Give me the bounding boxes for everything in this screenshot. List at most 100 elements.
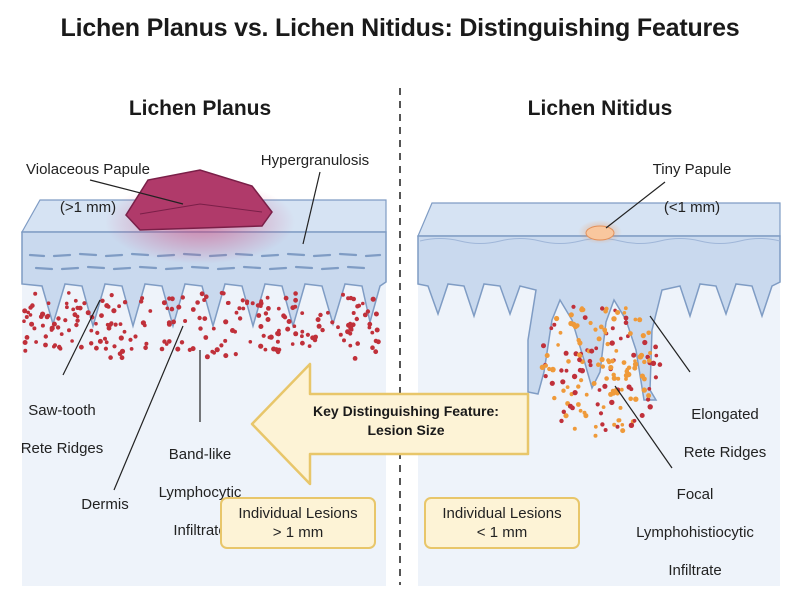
lymphocyte-dot (373, 311, 379, 317)
lymphocyte-dot (342, 338, 346, 343)
lp-infiltrate-label: Band-like Lymphocytic Infiltrate (140, 426, 260, 559)
infiltrate-cell-dot (619, 387, 624, 392)
lymphocyte-dot (263, 347, 268, 352)
lymphocyte-dot (108, 355, 113, 360)
lymphocyte-dot (119, 355, 125, 361)
lymphocyte-dot (349, 327, 354, 332)
lymphocyte-dot (276, 306, 281, 311)
lymphocyte-dot (24, 335, 30, 340)
infiltrate-cell-dot (579, 306, 585, 313)
lymphocyte-dot (256, 313, 262, 318)
lymphocyte-dot (290, 342, 295, 346)
lp-rete-label-line1: Saw-tooth (28, 402, 96, 419)
infiltrate-cell-dot (563, 413, 569, 419)
lymphocyte-dot (240, 298, 245, 303)
infiltrate-cell-dot (620, 428, 626, 434)
infiltrate-cell-dot (576, 402, 581, 407)
lymphocyte-dot (73, 298, 78, 303)
lymphocyte-dot (300, 329, 305, 334)
infiltrate-cell-dot (647, 404, 653, 410)
lymphocyte-dot (367, 321, 373, 327)
ln-size-box: Individual Lesions < 1 mm (424, 497, 580, 549)
lymphocyte-dot (34, 340, 38, 344)
infiltrate-cell-dot (588, 363, 593, 368)
infiltrate-cell-dot (564, 368, 569, 373)
infiltrate-cell-dot (559, 368, 564, 373)
infiltrate-cell-dot (623, 372, 630, 379)
lymphocyte-dot (190, 346, 196, 352)
lymphocyte-dot (367, 325, 372, 330)
infiltrate-cell-dot (572, 390, 578, 396)
infiltrate-cell-dot (561, 388, 566, 393)
lymphocyte-dot (219, 343, 224, 348)
lymphocyte-dot (318, 312, 323, 318)
lymphocyte-dot (176, 304, 182, 310)
lymphocyte-dot (356, 303, 362, 308)
lymphocyte-dot (326, 310, 330, 315)
infiltrate-cell-dot (598, 324, 604, 330)
infiltrate-cell-dot (650, 360, 657, 366)
lymphocyte-dot (355, 341, 361, 346)
lymphocyte-dot (316, 323, 322, 329)
lymphocyte-dot (74, 322, 79, 328)
key-feature-line1: Key Distinguishing Feature: (313, 403, 499, 419)
infiltrate-cell-dot (589, 348, 595, 354)
lymphocyte-dot (370, 330, 375, 335)
infiltrate-cell-dot (539, 364, 546, 370)
infiltrate-cell-dot (593, 327, 598, 332)
lymphocyte-dot (263, 311, 269, 316)
lymphocyte-dot (365, 309, 371, 314)
infiltrate-cell-dot (543, 374, 548, 379)
infiltrate-cell-dot (577, 340, 583, 346)
lymphocyte-dot (354, 316, 359, 322)
lymphocyte-dot (202, 298, 207, 302)
infiltrate-cell-dot (648, 351, 653, 355)
lymphocyte-dot (199, 291, 205, 297)
lichen-planus-heading: Lichen Planus (128, 97, 272, 120)
lp-lymphocytic-infiltrate (22, 290, 381, 361)
infiltrate-cell-dot (628, 422, 635, 428)
lymphocyte-dot (370, 345, 375, 351)
infiltrate-cell-dot (554, 315, 560, 322)
lp-papule-label-line2: (>1 mm) (59, 199, 117, 216)
lymphocyte-dot (22, 340, 28, 345)
page-title: Lichen Planus vs. Lichen Nitidus: Distin… (60, 14, 740, 42)
lymphocyte-dot (24, 315, 29, 319)
lymphocyte-dot (266, 306, 271, 311)
infiltrate-cell-dot (610, 358, 615, 364)
infiltrate-cell-dot (603, 330, 608, 335)
infiltrate-cell-dot (622, 311, 627, 315)
infiltrate-cell-dot (617, 418, 622, 423)
ln-papule-label-line2: (<1 mm) (663, 199, 721, 216)
lymphocyte-dot (204, 294, 209, 300)
lymphocyte-dot (211, 326, 216, 331)
lymphocyte-dot (65, 305, 69, 310)
lymphocyte-dot (258, 343, 264, 349)
infiltrate-cell-dot (632, 418, 637, 423)
infiltrate-cell-dot (632, 361, 639, 367)
lp-dermis-label: Dermis (81, 496, 129, 513)
lymphocyte-dot (159, 346, 165, 352)
ln-size-box-line2: < 1 mm (476, 524, 528, 541)
infiltrate-cell-dot (587, 358, 593, 364)
lymphocyte-dot (103, 336, 107, 341)
lymphocyte-dot (293, 297, 298, 303)
ln-tiny-papule (585, 225, 615, 241)
lymphocyte-dot (67, 291, 71, 295)
lymphocyte-dot (179, 340, 185, 345)
infiltrate-cell-dot (565, 385, 570, 389)
lymphocyte-dot (198, 326, 203, 331)
infiltrate-cell-dot (633, 396, 639, 402)
ln-rete-label: Elongated Rete Ridges (665, 386, 785, 481)
lymphocyte-dot (29, 321, 35, 327)
infiltrate-cell-dot (631, 352, 637, 358)
infiltrate-cell-dot (591, 381, 597, 386)
infiltrate-cell-dot (647, 358, 652, 363)
lp-rete-label-line2: Rete Ridges (20, 440, 104, 457)
infiltrate-cell-dot (593, 424, 598, 429)
lymphocyte-dot (108, 322, 113, 327)
lymphocyte-dot (351, 322, 356, 328)
infiltrate-cell-dot (541, 343, 546, 349)
ln-infiltrate-label-line1: Focal (676, 486, 714, 503)
lymphocyte-dot (275, 349, 281, 355)
